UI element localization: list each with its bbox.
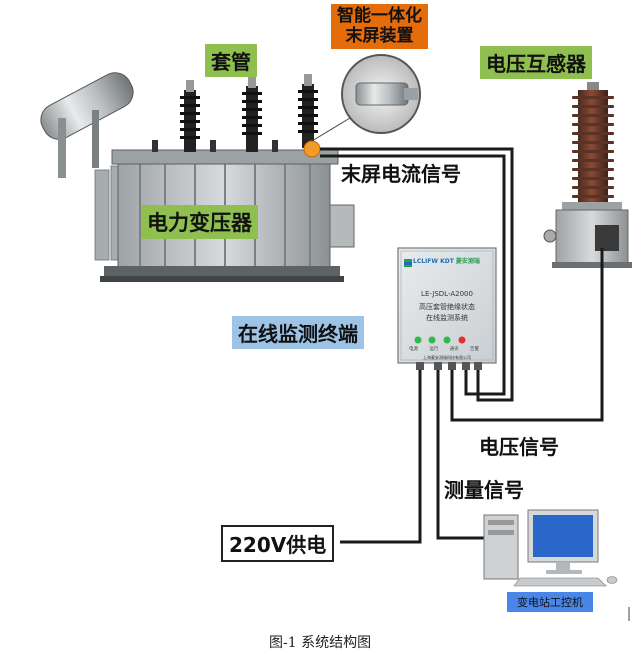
- pc-label: 变电站工控机: [507, 592, 593, 612]
- terminal-led-labels: 电源 运行 通讯 告警: [409, 346, 479, 352]
- bushing-label: 套管: [205, 44, 257, 77]
- terminal-brand-en: LCLIFW KDT: [413, 258, 454, 265]
- industrial-pc-illustration: [483, 509, 618, 587]
- monitor-terminal-illustration: [397, 247, 497, 370]
- terminal-company: 上海菱安测瑞科技有限公司: [423, 355, 471, 360]
- tap-current-signal-label: 末屏电流信号: [341, 162, 461, 186]
- voltage-transformer-illustration: [543, 82, 632, 268]
- smart-device-callout: [311, 54, 421, 142]
- terminal-model: LE-JSDL-A2000: [421, 290, 473, 298]
- led-label-power: 电源: [409, 347, 418, 352]
- terminal-title-line1: 高压套管绝缘状态: [419, 303, 475, 311]
- smart-device-label-line2: 末屏装置: [345, 25, 414, 46]
- voltage-signal-label: 电压信号: [479, 435, 559, 459]
- tap-device-marker: [303, 140, 321, 158]
- signal-wiring: [320, 147, 604, 544]
- monitor-terminal-label: 在线监测终端: [232, 316, 364, 349]
- voltage-transformer-label: 电压互感器: [480, 46, 592, 79]
- power-supply-label: 220V供电: [221, 525, 335, 562]
- measure-signal-label: 测量信号: [444, 478, 524, 502]
- terminal-title-line2: 在线监测系统: [426, 314, 468, 322]
- bushing-illustration: [152, 74, 318, 152]
- smart-device-label: 智能一体化 末屏装置: [331, 4, 428, 50]
- smart-device-label-line1: 智能一体化: [337, 6, 422, 26]
- power-transformer-label: 电力变压器: [141, 205, 258, 239]
- led-label-comm: 通讯: [449, 347, 459, 352]
- terminal-brand: LCLIFW KDT 菱安测瑞: [413, 256, 480, 265]
- figure-caption: 图-1 系统结构图: [269, 635, 372, 651]
- power-transformer-illustration: [40, 72, 355, 282]
- led-label-alarm: 告警: [469, 347, 479, 352]
- led-label-run: 运行: [429, 347, 439, 352]
- terminal-brand-cn: 菱安测瑞: [455, 258, 480, 265]
